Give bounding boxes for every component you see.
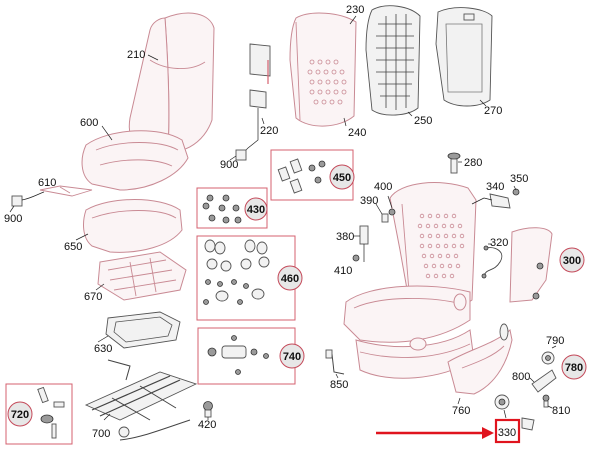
backrest-cover[interactable]: [128, 12, 215, 151]
highlight-arrow: [376, 427, 494, 439]
knob-790[interactable]: [541, 351, 555, 365]
label-430: 430: [247, 204, 265, 216]
label-420: 420: [198, 419, 216, 431]
label-740: 740: [283, 351, 301, 363]
seat-cushion[interactable]: [81, 130, 189, 191]
back-panel-270[interactable]: [435, 7, 493, 107]
label-610: 610: [38, 177, 56, 189]
label-250: 250: [414, 115, 432, 127]
label-630: 630: [94, 343, 112, 355]
group-box-720: [5, 383, 73, 445]
screw-810[interactable]: [542, 394, 550, 408]
label-270: 270: [484, 105, 502, 117]
bubble-450[interactable]: [329, 164, 355, 190]
label-330: 330: [498, 427, 516, 439]
label-900-left: 900: [4, 213, 22, 225]
backrest-frame-250[interactable]: [365, 5, 421, 116]
label-210: 210: [127, 49, 145, 61]
group-720-parts[interactable]: [37, 386, 65, 439]
seat-spring-frame[interactable]: [97, 251, 187, 301]
seat-rails[interactable]: [84, 359, 198, 441]
part-400[interactable]: [381, 208, 396, 223]
bubble-300[interactable]: [559, 247, 585, 273]
group-460-parts[interactable]: [203, 239, 270, 305]
seat-belt-buckle-380[interactable]: [352, 225, 369, 262]
side-trim-760[interactable]: [447, 323, 513, 395]
label-700: 700: [92, 428, 110, 440]
label-450: 450: [333, 172, 351, 184]
label-280: 280: [464, 157, 482, 169]
label-780: 780: [565, 362, 583, 374]
backrest-230[interactable]: [289, 12, 357, 127]
label-720: 720: [11, 409, 29, 421]
bubble-720[interactable]: [7, 401, 33, 427]
seat-assembly[interactable]: [343, 182, 477, 379]
highlight-box-330[interactable]: [494, 418, 521, 444]
part-330[interactable]: [494, 394, 535, 431]
bubble-460[interactable]: [277, 265, 303, 291]
group-740-parts[interactable]: [207, 335, 269, 375]
label-380: 380: [336, 231, 354, 243]
label-460: 460: [281, 273, 299, 285]
label-410: 410: [334, 265, 352, 277]
label-600: 600: [80, 117, 98, 129]
label-320: 320: [490, 237, 508, 249]
part-850[interactable]: [325, 349, 345, 375]
label-300: 300: [563, 255, 581, 267]
label-350: 350: [510, 173, 528, 185]
label-900-center: 900: [220, 159, 238, 171]
label-340: 340: [486, 181, 504, 193]
label-670: 670: [84, 291, 102, 303]
label-230: 230: [346, 4, 364, 16]
label-800: 800: [512, 371, 530, 383]
bubble-430[interactable]: [244, 197, 268, 221]
label-760: 760: [452, 405, 470, 417]
group-450-parts[interactable]: [277, 158, 326, 194]
sensor-mat-220[interactable]: [235, 43, 271, 161]
bolt-420[interactable]: [203, 401, 213, 418]
label-850: 850: [330, 379, 348, 391]
headrest-guide-340[interactable]: [489, 188, 520, 209]
label-400: 400: [374, 181, 392, 193]
label-790: 790: [546, 335, 564, 347]
label-650: 650: [64, 241, 82, 253]
label-240: 240: [348, 127, 366, 139]
seat-foam[interactable]: [83, 199, 183, 253]
cable-320[interactable]: [481, 245, 503, 279]
label-220: 220: [260, 125, 278, 137]
lever-800[interactable]: [531, 369, 557, 393]
heater-pad[interactable]: [11, 185, 93, 207]
bubble-740[interactable]: [279, 343, 305, 369]
label-810: 810: [552, 405, 570, 417]
bubble-780[interactable]: [561, 354, 587, 380]
side-panel-300[interactable]: [509, 227, 553, 303]
label-390: 390: [360, 195, 378, 207]
part-280[interactable]: [447, 152, 461, 174]
group-430-parts[interactable]: [202, 194, 242, 224]
seat-tray[interactable]: [105, 311, 181, 349]
